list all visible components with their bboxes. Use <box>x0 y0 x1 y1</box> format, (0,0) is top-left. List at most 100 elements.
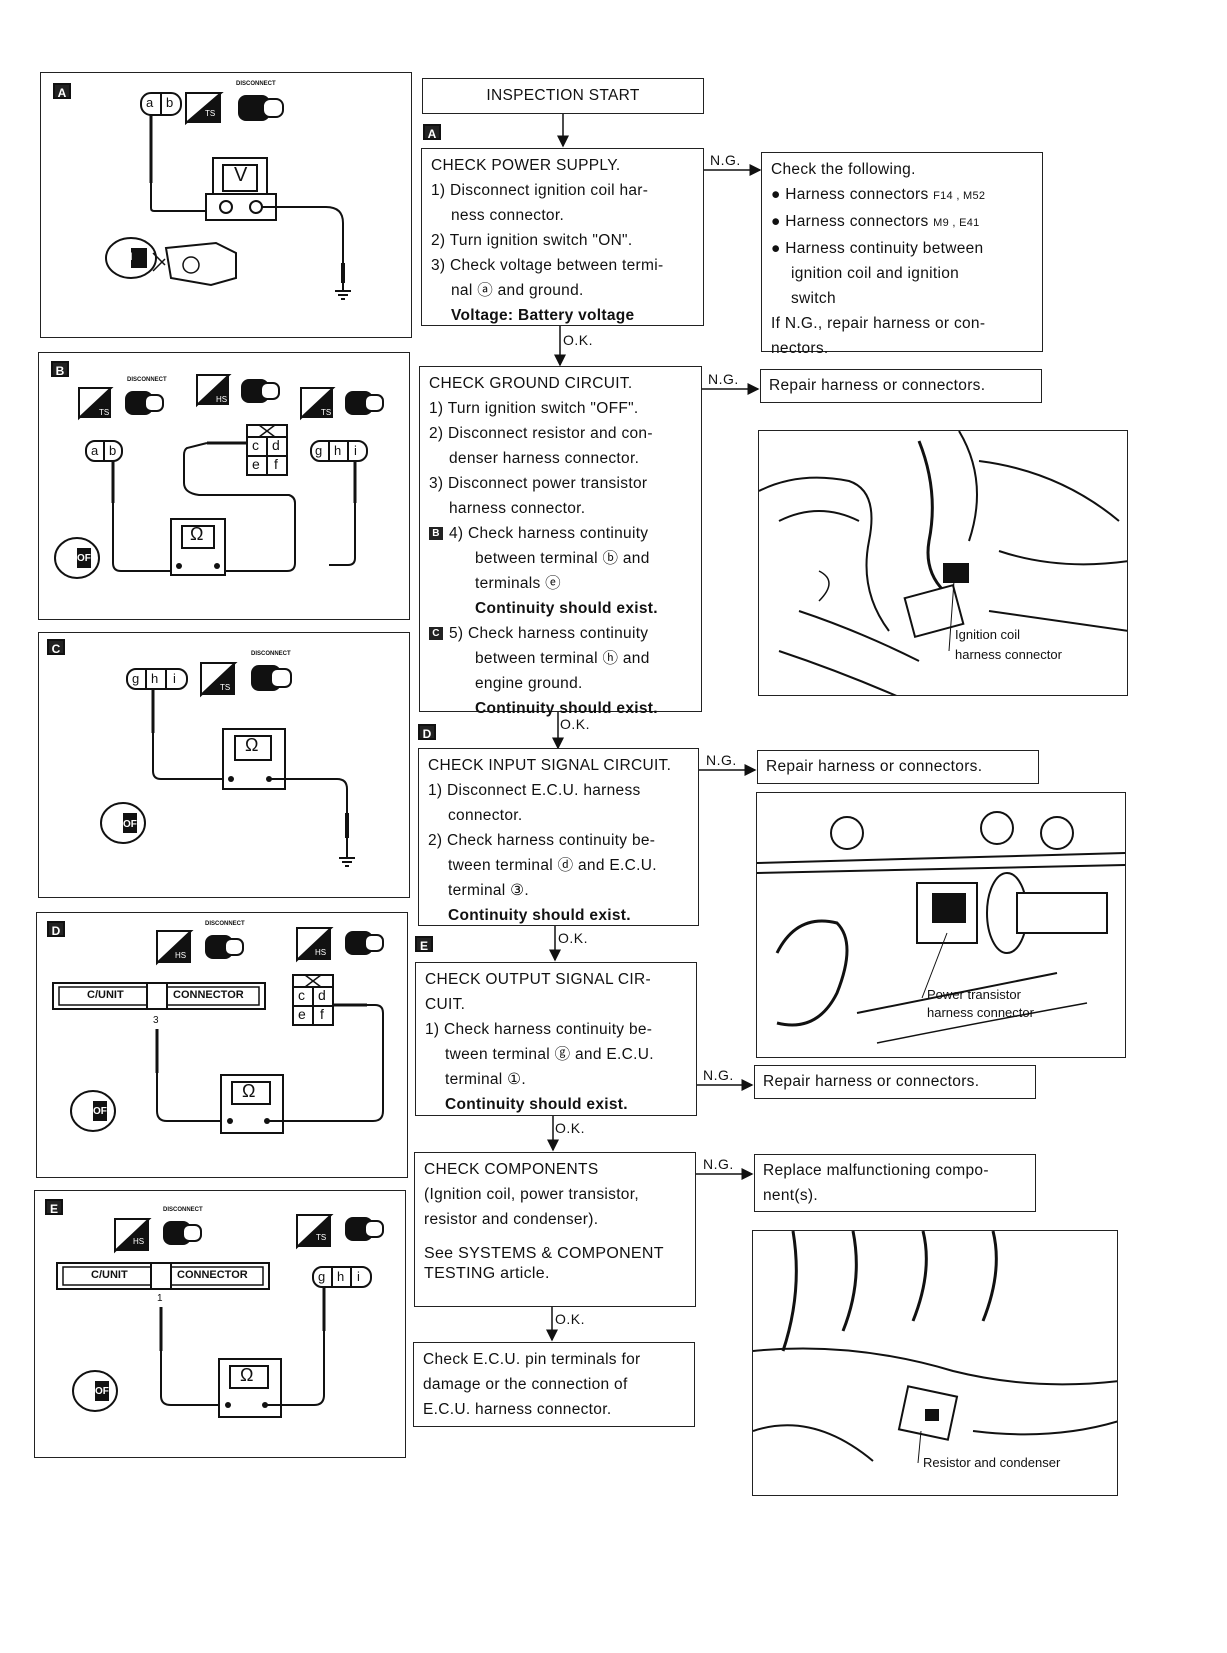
panel-c-disconnect-label: DISCONNECT <box>251 651 291 657</box>
panel-c-wiring <box>100 662 355 867</box>
panel-d-hs2: HS <box>315 948 327 957</box>
panel-b-wiring <box>54 374 384 579</box>
panel-e-cunit: C/UNIT <box>91 1269 128 1281</box>
check-components-box: CHECK COMPONENTS (Ignition coil, power t… <box>414 1152 696 1307</box>
step2-title: CHECK GROUND CIRCUIT. <box>429 375 633 392</box>
resistor-condenser-photo: Resistor and condenser <box>752 1230 1118 1496</box>
ng1-footer1: If N.G., repair harness or con- <box>771 315 986 332</box>
ng4-box: Repair harness or connectors. <box>754 1065 1036 1099</box>
panel-c-term-h: h <box>151 671 159 686</box>
ng5-l1: Replace malfunctioning compo- <box>763 1162 989 1179</box>
ok-label-3: O.K. <box>558 930 589 946</box>
step3-s2c: terminal ③. <box>448 882 529 899</box>
ng-label-4: N.G. <box>703 1067 734 1083</box>
ng1-b1-codes: F14 , M52 <box>933 190 986 202</box>
step2-s4b: between terminal ⓑ and <box>475 550 650 567</box>
panel-b-term-i: i <box>354 443 357 458</box>
ok-label-1: O.K. <box>563 332 594 348</box>
ng1-b2-codes: M9 , E41 <box>933 217 980 229</box>
panel-d: D HS HS DISCONNECT C/UNIT CONNECTOR 3 c … <box>36 912 408 1178</box>
ng2-text: Repair harness or connectors. <box>769 377 986 394</box>
step2-s5r: Continuity should exist. <box>475 700 658 717</box>
panel-a: A a b TS DISCONNECT V <box>40 72 412 338</box>
panel-d-hs1: HS <box>175 951 187 960</box>
step2-s5c: engine ground. <box>475 675 583 692</box>
panel-e-term-i: i <box>357 1269 360 1284</box>
step2-s4: 4) Check harness continuity <box>449 525 649 542</box>
power-transistor-photo: Power transistor harness connector <box>756 792 1126 1058</box>
panel-e-disconnect-label: DISCONNECT <box>163 1207 203 1213</box>
panel-c: C g h i TS DISCONNECT Ω OFF <box>38 632 410 898</box>
panel-e-meter-symbol: Ω <box>240 1365 254 1385</box>
ng1-box: Check the following. ● Harness connector… <box>761 152 1043 357</box>
panel-b-term-c: c <box>252 437 259 453</box>
step3-s1: 1) Disconnect E.C.U. harness <box>428 782 641 799</box>
step1-s3b: nal ⓐ and ground. <box>451 282 584 299</box>
ng-label-2: N.G. <box>708 371 739 387</box>
panel-a-ts-label: TS <box>205 109 216 118</box>
ng1-b3b: ignition coil and ignition <box>791 265 960 282</box>
panel-b-term-g: g <box>315 443 323 458</box>
panel-c-ignition-off: OFF <box>123 819 143 830</box>
panel-d-term-f: f <box>320 1006 324 1022</box>
ng1-title: Check the following. <box>771 161 916 178</box>
panel-a-ignition-on: ON <box>116 251 133 263</box>
step5-l2: resistor and condenser). <box>424 1211 599 1228</box>
step2-s2: 2) Disconnect resistor and con- <box>429 425 653 442</box>
panel-b-term-a: a <box>91 443 99 458</box>
step1-result: Voltage: Battery voltage <box>451 307 635 324</box>
panel-d-tag: D <box>47 921 65 938</box>
step3-s2: 2) Check harness continuity be- <box>428 832 656 849</box>
panel-e-wiring <box>56 1214 384 1418</box>
ng5-l2: nent(s). <box>763 1187 818 1204</box>
step4-result: Continuity should exist. <box>445 1096 628 1113</box>
step3-s1b: connector. <box>448 807 523 824</box>
panel-b-ignition-off: OFF <box>77 553 97 564</box>
panel-e-hs: HS <box>133 1237 145 1246</box>
ng5-box: Replace malfunctioning compo- nent(s). <box>754 1154 1036 1212</box>
step2-s5b: between terminal ⓗ and <box>475 650 650 667</box>
step4-s1c: terminal ①. <box>445 1071 526 1088</box>
ng1-b3: ● Harness continuity between <box>771 240 984 257</box>
step2-tag-c: C <box>429 627 443 641</box>
panel-d-term-d: d <box>318 987 326 1003</box>
panel-d-pin: 3 <box>153 1015 159 1026</box>
panel-b-ts1: TS <box>99 408 110 417</box>
panel-b-term-h: h <box>334 443 342 458</box>
ng1-b1-line: ● Harness connectors F14 , M52 <box>771 182 1033 209</box>
ng3-text: Repair harness or connectors. <box>766 758 983 775</box>
step2-s4r: Continuity should exist. <box>475 600 658 617</box>
step5-l1: (Ignition coil, power transistor, <box>424 1186 639 1203</box>
ng3-box: Repair harness or connectors. <box>757 750 1039 784</box>
photo3-cap1: Resistor and condenser <box>923 1455 1061 1470</box>
step5-l4: TESTING article. <box>424 1265 550 1282</box>
panel-c-term-i: i <box>173 671 176 686</box>
panel-a-meter-symbol: V <box>234 164 248 186</box>
final-l3: E.C.U. harness connector. <box>423 1401 612 1418</box>
step2-s3: 3) Disconnect power transistor <box>429 475 648 492</box>
flow-tag-d: D <box>418 724 436 741</box>
final-l2: damage or the connection of <box>423 1376 628 1393</box>
panel-b-ts2: TS <box>321 408 332 417</box>
ng-label-5: N.G. <box>703 1156 734 1172</box>
photo2-cap1: Power transistor <box>927 987 1021 1002</box>
panel-e-ignition-off: OFF <box>95 1386 115 1397</box>
step2-s4c: terminals ⓔ <box>475 575 561 592</box>
step1-s1b: ness connector. <box>451 207 565 224</box>
step4-title2: CUIT. <box>425 996 466 1013</box>
check-ground-circuit-box: CHECK GROUND CIRCUIT. 1) Turn ignition s… <box>419 366 702 717</box>
step1-s2: 2) Turn ignition switch "ON". <box>431 232 633 249</box>
ng-label-1: N.G. <box>710 152 741 168</box>
step3-title: CHECK INPUT SIGNAL CIRCUIT. <box>428 757 672 774</box>
panel-e-term-h: h <box>337 1269 345 1284</box>
ignition-coil-photo: Ignition coil harness connector <box>758 430 1128 696</box>
panel-b-term-b: b <box>109 443 117 458</box>
photo1-cap2: harness connector <box>955 647 1062 662</box>
step2-s3b: harness connector. <box>449 500 586 517</box>
step5-title: CHECK COMPONENTS <box>424 1161 599 1178</box>
panel-a-tag: A <box>53 83 71 100</box>
panel-d-disconnect-label: DISCONNECT <box>205 921 245 927</box>
step4-title: CHECK OUTPUT SIGNAL CIR- <box>425 971 651 988</box>
panel-a-wiring <box>105 92 351 300</box>
